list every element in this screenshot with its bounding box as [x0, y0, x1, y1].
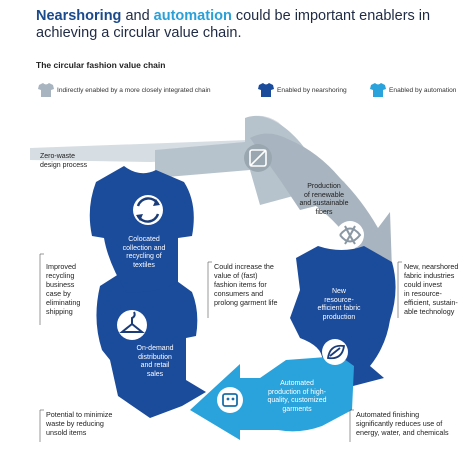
no-packaging-icon: [249, 149, 267, 167]
headline-rest: could be important enablers in achieving…: [36, 8, 431, 41]
legend-label-integrated: Indirectly enabled by a more closely int…: [57, 86, 211, 94]
fiber-icon: [339, 225, 362, 245]
automation-robot-icon-circle: [217, 387, 243, 413]
automated-production-stage-shape: [190, 356, 354, 440]
legend-item-nearshoring: Enabled by nearshoring: [258, 80, 347, 100]
headline-and: and: [121, 8, 154, 24]
hanger-icon: [119, 311, 145, 333]
stage-label-automated-production: Automated production of high- quality, c…: [267, 380, 327, 413]
stage-label-zero-waste: Zero-waste design process: [40, 153, 88, 169]
on-demand-stage-shape: [96, 272, 206, 418]
legend-label-automation: Enabled by automation: [389, 86, 457, 94]
callout-finishing: Automated finishing significantly reduce…: [356, 410, 449, 437]
legend-item-integrated: Indirectly enabled by a more closely int…: [38, 80, 211, 100]
navy-shirt-icon: [258, 83, 274, 97]
leaf-gear-icon: [326, 344, 346, 360]
grey-shirt-icon: [38, 83, 54, 97]
headline-automation: automation: [153, 8, 232, 24]
callout-fast-fashion: Could increase the value of (fast) fashi…: [214, 262, 278, 307]
headline: Nearshoring and automation could be impo…: [36, 8, 466, 42]
stage-label-fabric-production: New resource- efficient fabric productio…: [317, 288, 361, 321]
fabric-production-stage-shape: [290, 246, 396, 392]
stage-label-colocated: Colocated collection and recycling of te…: [122, 236, 166, 269]
callout-waste: Potential to minimize waste by reducing …: [46, 410, 113, 437]
robot-icon: [222, 393, 238, 407]
diagram-subtitle: The circular fashion value chain: [36, 60, 166, 70]
stage-label-on-demand: On-demand distribution and retail sales: [136, 345, 174, 378]
stage-label-production: Production of renewable and sustainable …: [299, 183, 349, 216]
colocated-stage-shape: [89, 166, 194, 293]
callout-nearshored: New, nearshored fabric industries could …: [404, 262, 459, 316]
callout-recycling: Improved recycling business case by elim…: [46, 262, 81, 316]
cyan-shirt-icon: [370, 83, 386, 97]
legend-label-nearshoring: Enabled by nearshoring: [277, 86, 347, 94]
legend-item-automation: Enabled by automation: [370, 80, 456, 100]
headline-nearshoring: Nearshoring: [36, 8, 122, 24]
